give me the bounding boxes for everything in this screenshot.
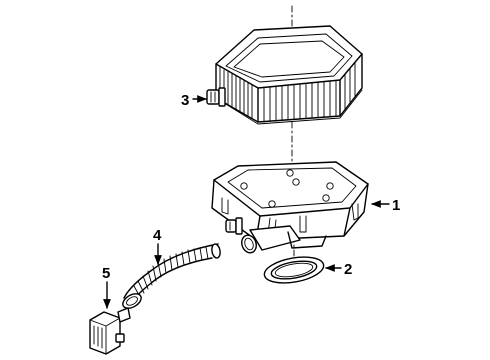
callout-2: 2 xyxy=(344,261,352,278)
filter-inlet-nipple xyxy=(206,87,226,107)
sensor-ribs xyxy=(93,325,103,349)
filter-pleats-left xyxy=(219,66,253,119)
lid-hole xyxy=(286,169,294,177)
callout-4: 4 xyxy=(153,227,162,244)
callout-5-group: 5 xyxy=(102,265,111,309)
lid-hole xyxy=(240,182,248,190)
air-filter-element xyxy=(206,25,363,125)
gasket-ring xyxy=(263,256,325,284)
callout-2-group: 2 xyxy=(325,261,352,278)
callout-1-group: 1 xyxy=(371,197,400,214)
lid-hole xyxy=(322,194,330,202)
air-flow-sensor xyxy=(89,307,131,355)
intake-hose xyxy=(122,243,221,309)
filter-pleats-right xyxy=(344,61,356,111)
callout-3-group: 3 xyxy=(181,92,207,109)
housing-vacuum-nipple xyxy=(225,217,243,235)
callout-1: 1 xyxy=(392,197,400,214)
lid-hole xyxy=(268,200,276,208)
callout-5: 5 xyxy=(102,265,110,282)
filter-pleats-front xyxy=(263,80,337,123)
callout-3: 3 xyxy=(181,92,189,109)
lid-hole xyxy=(292,178,300,186)
air-cleaner-housing xyxy=(211,161,369,254)
lid-hole xyxy=(326,182,334,190)
hose-corrugations xyxy=(133,245,215,298)
callout-4-group: 4 xyxy=(153,227,162,265)
housing-inlet-snorkel xyxy=(241,225,301,254)
